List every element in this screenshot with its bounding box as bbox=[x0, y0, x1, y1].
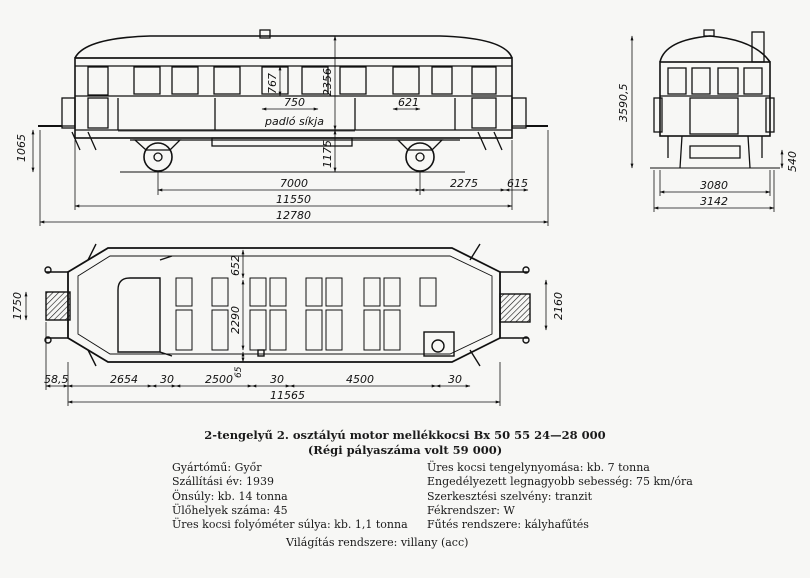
dim-2275: 2275 bbox=[450, 177, 478, 190]
dim-1750: 1750 bbox=[11, 292, 24, 320]
dim-3590-5: 3590,5 bbox=[617, 84, 630, 123]
specs-left: Gyártómű: Győr Szállítási év: 1939 Önsúl… bbox=[172, 461, 408, 532]
side-view bbox=[38, 29, 548, 173]
end-view bbox=[650, 29, 780, 169]
dim-65: 65 bbox=[234, 366, 244, 378]
dim-12780: 12780 bbox=[276, 209, 311, 222]
dim-750: 750 bbox=[284, 96, 305, 109]
dim-1065: 1065 bbox=[15, 134, 28, 162]
dim-30-a: 30 bbox=[160, 373, 174, 386]
dim-3142: 3142 bbox=[700, 195, 728, 208]
spec-item: Szerkesztési szelvény: tranzit bbox=[427, 489, 593, 503]
dim-11550: 11550 bbox=[276, 193, 311, 206]
dim-2356: 2356 bbox=[321, 68, 334, 96]
plan-seats bbox=[175, 277, 437, 351]
dim-615: 615 bbox=[507, 177, 528, 190]
side-windows bbox=[87, 66, 497, 96]
dim-1175: 1175 bbox=[321, 140, 334, 168]
spec-item: Önsúly: kb. 14 tonna bbox=[172, 489, 288, 503]
caption-subtitle: (Régi pályaszáma volt 59 000) bbox=[307, 443, 503, 457]
plan-dimensions bbox=[24, 249, 548, 406]
spec-item: Gyártómű: Győr bbox=[172, 461, 262, 474]
side-wheels bbox=[133, 139, 444, 172]
spec-item: Ülőhelyek száma: 45 bbox=[172, 503, 288, 517]
caption-title: 2-tengelyű 2. osztályú motor mellékkocsi… bbox=[204, 428, 606, 442]
dim-2654: 2654 bbox=[110, 373, 138, 386]
side-dimensions bbox=[31, 35, 549, 226]
dim-2500: 2500 bbox=[205, 373, 233, 386]
dim-767: 767 bbox=[266, 73, 279, 94]
spec-item: Fűtés rendszere: kályhafűtés bbox=[427, 518, 589, 532]
dim-58-5: 58,5 bbox=[44, 373, 69, 386]
spec-item: Fékrendszer: W bbox=[427, 503, 515, 517]
dim-30-c: 30 bbox=[448, 373, 462, 386]
dim-30-b: 30 bbox=[270, 373, 284, 386]
dim-2160: 2160 bbox=[552, 292, 565, 320]
spec-item: Szállítási év: 1939 bbox=[172, 475, 275, 489]
spec-lighting: Világítás rendszere: villany (acc) bbox=[286, 536, 469, 549]
floor-level-label: padló síkja bbox=[264, 115, 324, 128]
plan-dim-labels: 1750 2160 652 2290 65 58,5 2654 30 2500 … bbox=[11, 255, 565, 402]
end-dim-labels: 3590,5 540 3080 3142 bbox=[617, 84, 799, 209]
plan-view bbox=[44, 243, 531, 367]
dim-3080: 3080 bbox=[700, 179, 728, 192]
side-dim-labels: 1065 767 2356 1175 750 621 padló síkja 7… bbox=[15, 68, 528, 222]
spec-item: Üres kocsi folyóméter súlya: kb. 1,1 ton… bbox=[172, 518, 408, 532]
dim-11565: 11565 bbox=[270, 389, 305, 402]
dim-7000: 7000 bbox=[280, 177, 308, 190]
dim-652: 652 bbox=[229, 255, 242, 276]
dim-4500: 4500 bbox=[346, 373, 374, 386]
technical-drawing: 1065 767 2356 1175 750 621 padló síkja 7… bbox=[11, 29, 799, 406]
specs-right: Üres kocsi tengelynyomása: kb. 7 tonna E… bbox=[427, 461, 693, 532]
dim-540: 540 bbox=[786, 151, 799, 172]
spec-item: Üres kocsi tengelynyomása: kb. 7 tonna bbox=[427, 461, 650, 474]
dim-2290: 2290 bbox=[229, 306, 242, 334]
end-dimensions bbox=[630, 35, 784, 212]
dim-621: 621 bbox=[398, 96, 419, 109]
spec-item: Engedélyezett legnagyobb sebesség: 75 km… bbox=[427, 475, 693, 489]
